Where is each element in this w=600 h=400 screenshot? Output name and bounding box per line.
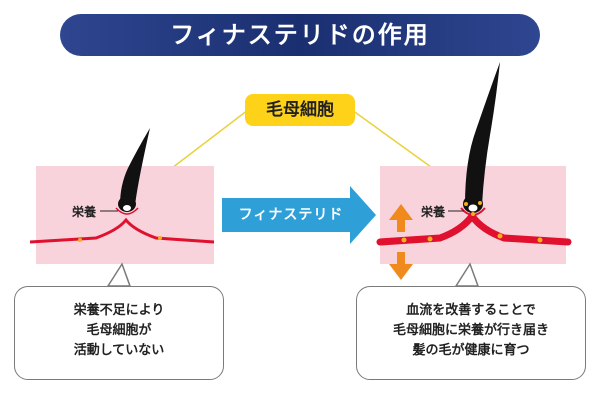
page-title: フィナステリドの作用 (170, 21, 430, 49)
nutrient-dot (471, 212, 475, 216)
hair-left (120, 128, 150, 205)
callout-left: 栄養不足により 毛母細胞が 活動していない (14, 286, 224, 380)
nutrient-dot (78, 238, 82, 242)
nutrient-dot (537, 237, 543, 243)
callout-left-line: 活動していない (73, 343, 165, 358)
title-banner: フィナステリドの作用 (60, 14, 540, 56)
hair-bulb-right (463, 195, 483, 213)
flow-arrow-up (389, 204, 413, 232)
flow-arrow-down (389, 252, 413, 280)
nutrient-label-right: 栄養 (421, 205, 446, 219)
callout-left-line: 栄養不足により (73, 303, 165, 318)
hair-papilla-right (468, 204, 478, 212)
callout-right: 血流を改善することで 毛母細胞に栄養が行き届き 髪の毛が健康に育つ (356, 286, 586, 380)
nutrient-dot (158, 236, 162, 240)
hair-papilla-left (123, 205, 131, 211)
follicle-left (115, 207, 139, 215)
callout-right-line: 血流を改善することで (406, 303, 536, 318)
hair-right (465, 62, 500, 205)
finasteride-arrow (222, 186, 376, 244)
hair-matrix-label: 毛母細胞 (245, 94, 355, 126)
hair-bulb-left (118, 196, 136, 212)
nutrient-label-left: 栄養 (72, 205, 97, 219)
nutrient-dot (497, 233, 503, 239)
callout-tail-right (454, 262, 480, 287)
callout-tail-left (106, 262, 132, 287)
callout-left-line: 毛母細胞が (86, 323, 152, 338)
nutrient-dot (464, 202, 468, 206)
nutrient-dot (401, 237, 407, 243)
callout-right-line: 毛母細胞に栄養が行き届き (392, 323, 549, 338)
blood-vessel-left (29, 217, 215, 244)
callout-right-line: 髪の毛が健康に育つ (412, 343, 530, 358)
finasteride-arrow-label: フィナステリド (238, 207, 344, 223)
blood-vessel-right (376, 209, 572, 246)
nutrient-dot (478, 201, 482, 205)
nutrient-dot (427, 236, 433, 242)
